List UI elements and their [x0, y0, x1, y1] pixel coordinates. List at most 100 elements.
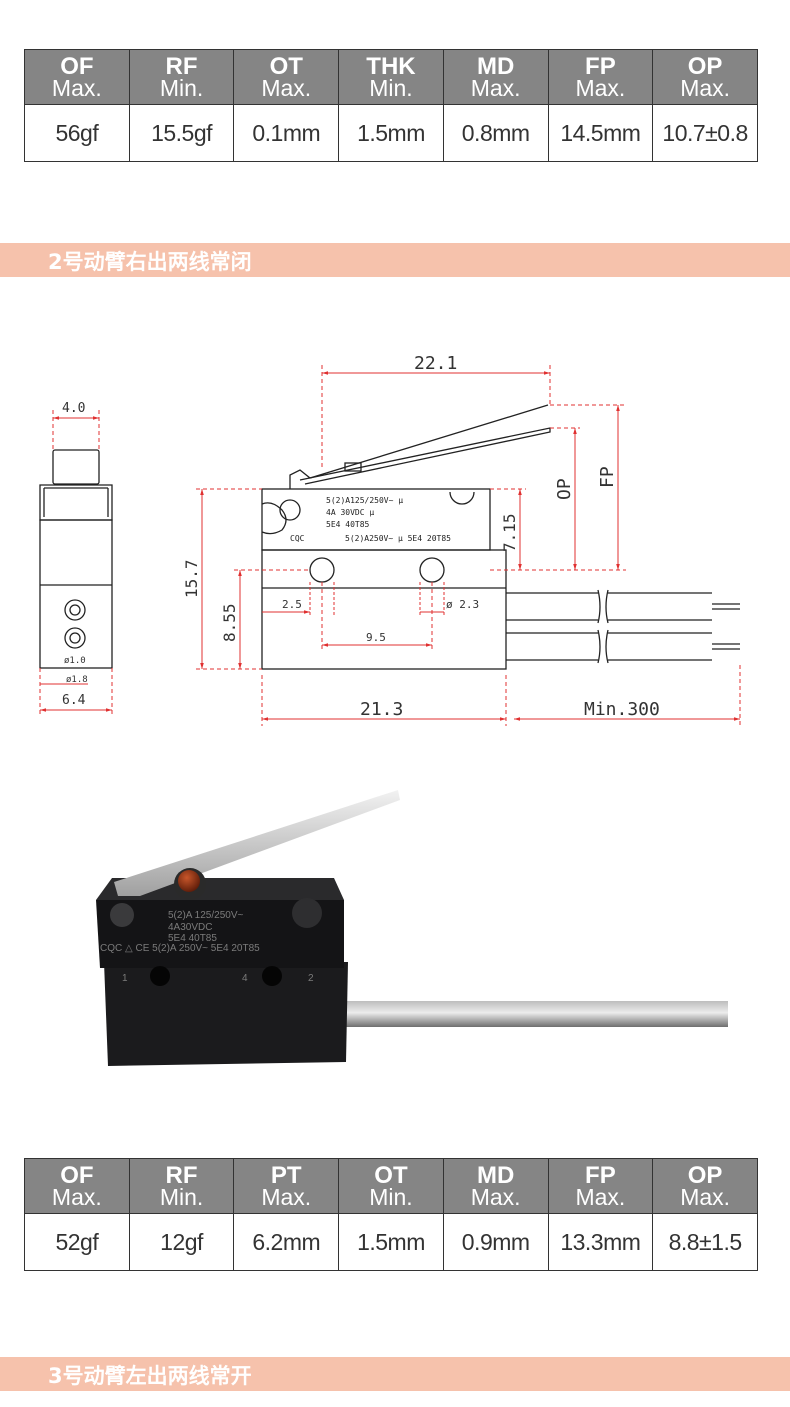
section-banner: 2号动臂右出两线常闭: [0, 243, 790, 277]
header-code: FP: [585, 1161, 616, 1189]
header-code: THK: [366, 52, 416, 80]
value-cell: 52gf: [24, 1213, 130, 1271]
photo-markings: 5(2)A 125/250V~ 4A30VDC 5E4 40T85 CQC △ …: [100, 910, 314, 984]
front-view: [261, 404, 740, 670]
header-code: OP: [687, 52, 723, 80]
section-banner: 3号动臂左出两线常开: [0, 1357, 790, 1391]
header-code: OF: [60, 52, 94, 80]
marking-line-4: CQC: [290, 534, 305, 543]
header-code: FP: [585, 52, 616, 80]
value-cell: 13.3mm: [547, 1213, 654, 1271]
value-cell: 15.5gf: [128, 104, 235, 162]
front-view-dims: [196, 365, 741, 726]
header-code: RF: [165, 1161, 198, 1189]
header-code: OF: [60, 1161, 94, 1189]
photo-pin-2: 2: [308, 973, 314, 984]
header-code: PT: [270, 1161, 302, 1189]
section-title: 2号动臂右出两线常闭: [48, 250, 252, 274]
photo-pin-4: 4: [242, 973, 248, 984]
header-qualifier: Max.: [575, 1183, 626, 1210]
header-qualifier: Min.: [369, 1183, 413, 1210]
header-qualifier: Max.: [680, 74, 731, 101]
photo-marking-line-2: 4A30VDC: [168, 922, 212, 933]
value-cell: 12gf: [128, 1213, 235, 1271]
spec-table-value-row: 52gf 12gf 6.2mm 1.5mm 0.9mm 13.3mm 8.8±1…: [24, 1213, 758, 1271]
header-qualifier: Max.: [51, 1183, 102, 1210]
header-code: MD: [477, 1161, 515, 1189]
marking-line-3: 5E4 40T85: [326, 520, 370, 529]
dim-bottom-width: 6.4: [62, 693, 86, 708]
photo-marking-line-4: CQC △ CE 5(2)A 250V~ 5E4 20T85: [100, 943, 260, 954]
value-cell: 56gf: [24, 104, 130, 162]
value-cell: 8.8±1.5: [652, 1213, 758, 1271]
photo-marking-line-1: 5(2)A 125/250V~: [168, 910, 243, 921]
header-qualifier: Max.: [470, 74, 521, 101]
header-code: MD: [477, 52, 515, 80]
dim-hole-inner: ø1.0: [64, 656, 86, 666]
body-markings: 5(2)A125/250V~ μ 4A 30VDC μ 5E4 40T85 CQ…: [290, 496, 451, 543]
spec-table-value-row: 56gf 15.5gf 0.1mm 1.5mm 0.8mm 14.5mm 10.…: [24, 104, 758, 162]
product-photo: 5(2)A 125/250V~ 4A30VDC 5E4 40T85 CQC △ …: [96, 790, 728, 1066]
value-cell: 6.2mm: [233, 1213, 340, 1271]
side-view-dims: [39, 410, 113, 716]
marking-line-2: 4A 30VDC μ: [326, 508, 374, 517]
dim-hole-pitch: 9.5: [366, 631, 386, 644]
dim-lever-length: 22.1: [414, 353, 457, 374]
header-qualifier: Max.: [261, 74, 312, 101]
header-qualifier: Min.: [369, 74, 413, 101]
dim-op: OP: [554, 478, 575, 500]
header-qualifier: Max.: [261, 1183, 312, 1210]
dim-cable-length: Min.300: [584, 699, 660, 720]
header-qualifier: Max.: [470, 1183, 521, 1210]
dim-body-length: 21.3: [360, 699, 403, 720]
dim-hole-outer: ø1.8: [66, 675, 88, 685]
value-cell: 14.5mm: [547, 104, 654, 162]
dim-hole-dia: ø 2.3: [446, 598, 479, 611]
header-qualifier: Max.: [51, 74, 102, 101]
dimension-drawing: 4.0 6.4 ø1.0 ø1.8 5(2)A125/250V~ μ 4A 30…: [39, 353, 741, 726]
dim-height-total: 15.7: [182, 559, 201, 598]
section-title: 3号动臂左出两线常开: [48, 1364, 252, 1388]
header-code: OT: [374, 1161, 408, 1189]
dim-fp: FP: [597, 466, 618, 488]
switch-photo: [96, 790, 728, 1066]
photo-marking-line-3: 5E4 40T85: [168, 933, 217, 944]
header-qualifier: Min.: [159, 1183, 204, 1210]
value-cell: 1.5mm: [338, 104, 444, 162]
header-code: RF: [165, 52, 198, 80]
dim-height-upper: 7.15: [500, 513, 519, 552]
dim-height-lower: 8.55: [220, 603, 239, 642]
photo-pin-1: 1: [122, 973, 128, 984]
value-cell: 0.8mm: [442, 104, 549, 162]
value-cell: 0.1mm: [233, 104, 340, 162]
header-code: OP: [687, 1161, 723, 1189]
value-cell: 10.7±0.8: [652, 104, 758, 162]
marking-line-1: 5(2)A125/250V~ μ: [326, 496, 403, 505]
dim-hole-offset: 2.5: [282, 598, 302, 611]
header-qualifier: Max.: [680, 1183, 731, 1210]
marking-line-5: 5(2)A250V~ μ 5E4 20T85: [345, 534, 451, 543]
value-cell: 0.9mm: [442, 1213, 549, 1271]
dim-top-width: 4.0: [62, 401, 85, 416]
value-cell: 1.5mm: [338, 1213, 444, 1271]
header-qualifier: Min.: [159, 74, 204, 101]
side-view: [39, 449, 113, 669]
header-code: OT: [269, 52, 303, 80]
